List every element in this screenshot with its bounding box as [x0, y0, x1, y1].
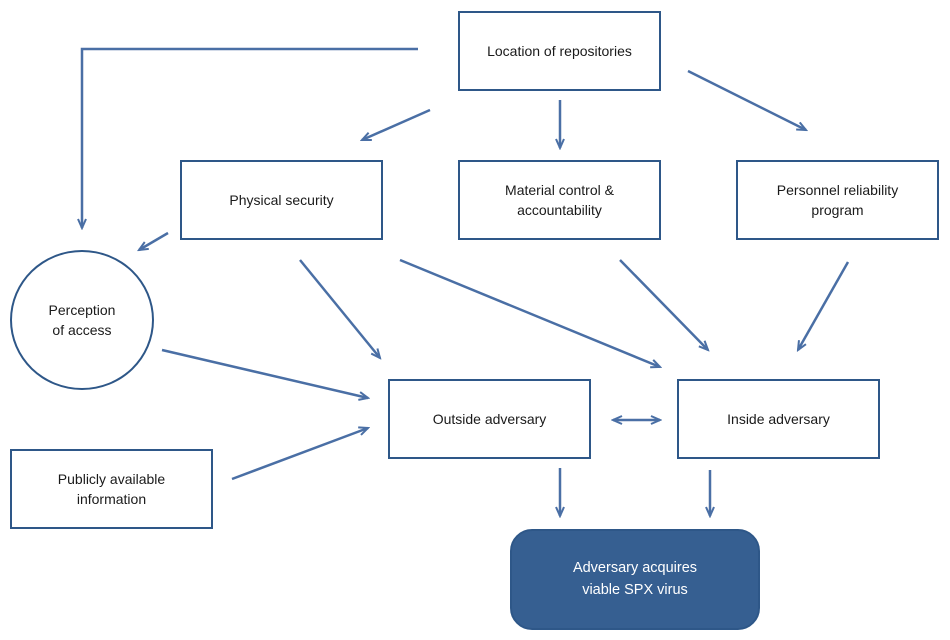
arrow-location-to-physical	[362, 108, 431, 142]
arrow-location-to-perception	[82, 47, 418, 228]
arrow-prp-to-inside	[798, 261, 850, 350]
arrow-location-to-prp	[687, 69, 806, 132]
node-inside-adversary: Inside adversary	[677, 379, 880, 459]
node-publicly-available-information: Publicly available information	[10, 449, 213, 529]
node-adversary-acquires-virus: Adversary acquires viable SPX virus	[510, 529, 760, 630]
arrow-physical-to-outside	[299, 259, 380, 358]
node-perception-of-access: Perception of access	[10, 250, 154, 390]
arrow-physical-to-perception	[139, 231, 169, 250]
node-physical-security: Physical security	[180, 160, 383, 240]
arrow-public-to-outside	[231, 428, 368, 481]
node-outside-adversary: Outside adversary	[388, 379, 591, 459]
node-location-of-repositories: Location of repositories	[458, 11, 661, 91]
node-material-control: Material control & accountability	[458, 160, 661, 240]
arrow-mca-to-inside	[619, 259, 708, 350]
arrow-physical-to-inside	[399, 258, 660, 367]
node-personnel-reliability: Personnel reliability program	[736, 160, 939, 240]
arrow-perception-to-outside	[161, 348, 368, 398]
